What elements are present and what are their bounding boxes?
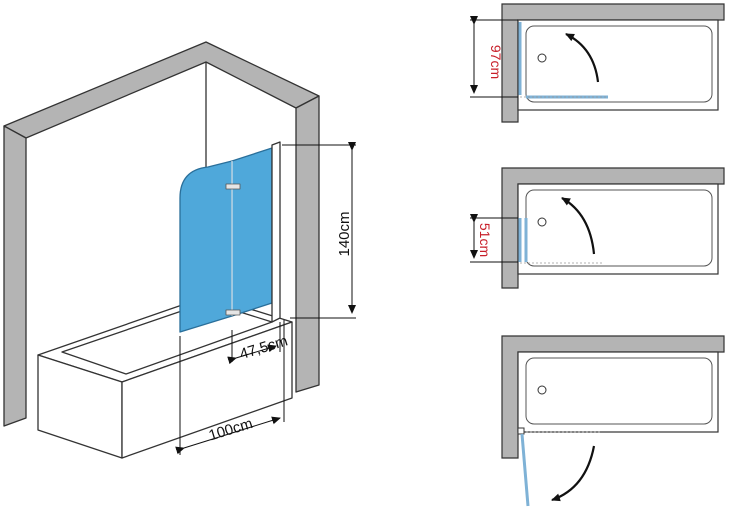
plan-view-swung-out [501,335,725,507]
plan-bathtub [517,183,719,275]
glass-panel-right [231,147,273,317]
open-width-label: 97cm [488,45,504,79]
rotation-arrow-icon [551,445,596,502]
drain-icon [537,53,547,63]
hinge-icon [225,183,241,190]
rotation-arrow-icon [561,197,596,255]
back-wall-top [3,41,320,139]
drain-icon [537,217,547,227]
hinge-icon [225,309,241,316]
plan-view-folded [470,167,725,289]
total-width-dimension-line [175,416,281,455]
plan-bathtub [517,351,719,433]
plan-bathtub-inner [525,357,713,425]
panel-width-dimension-line [227,344,277,365]
isometric-view [3,41,320,459]
drain-icon [537,385,547,395]
plan-view-open [470,3,725,123]
height-label: 140cm [336,211,353,256]
isometric-dimensions [175,142,356,455]
left-wall [3,125,27,427]
folded-width-label: 51cm [477,223,493,257]
glass-plan-segment [520,433,530,507]
plan-bathtub [517,19,719,111]
glass-panel-left [179,160,233,333]
wall-profile [271,141,281,323]
rotation-arrow-icon [565,33,600,83]
hinge-icon [517,427,525,435]
right-wall [295,95,320,393]
plan-bathtub-inner [525,25,713,103]
